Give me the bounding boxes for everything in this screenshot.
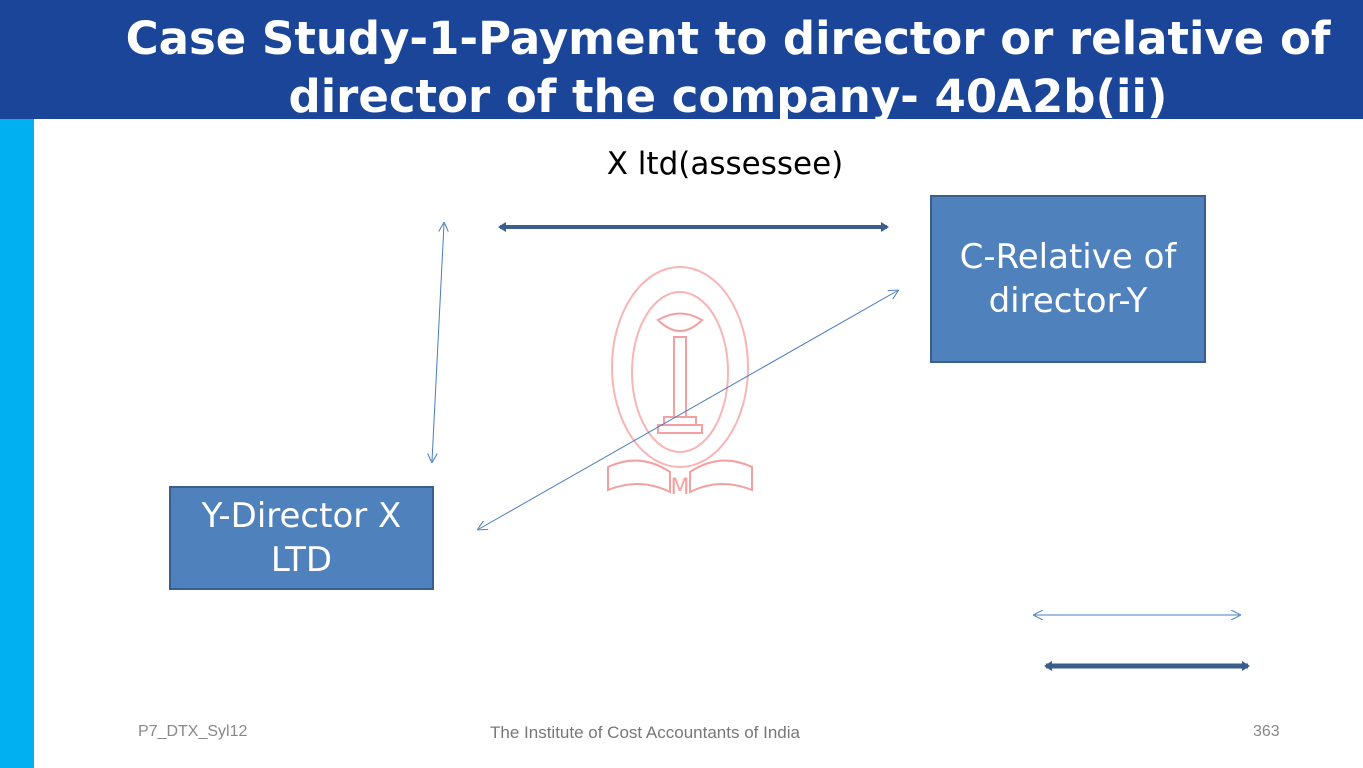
slide-title: Case Study-1-Payment to director or rela… [125, 12, 1331, 119]
director-box-label: Y-Director X LTD [201, 496, 402, 580]
page-number: 363 [1253, 723, 1280, 740]
footer-code: P7_DTX_Syl12 [138, 723, 248, 740]
director-box: Y-Director X LTD [169, 486, 434, 590]
vertical-arrow [432, 224, 444, 461]
assessee-label: X ltd(assessee) [606, 146, 844, 182]
relative-box-label: C-Relative of director-Y [959, 237, 1177, 321]
footer-institute: The Institute of Cost Accountants of Ind… [490, 723, 800, 742]
side-accent-bar [0, 119, 34, 768]
title-bar: Case Study-1-Payment to director or rela… [0, 0, 1363, 119]
diagonal-arrow [479, 291, 897, 529]
relative-of-director-box: C-Relative of director-Y [930, 195, 1206, 363]
